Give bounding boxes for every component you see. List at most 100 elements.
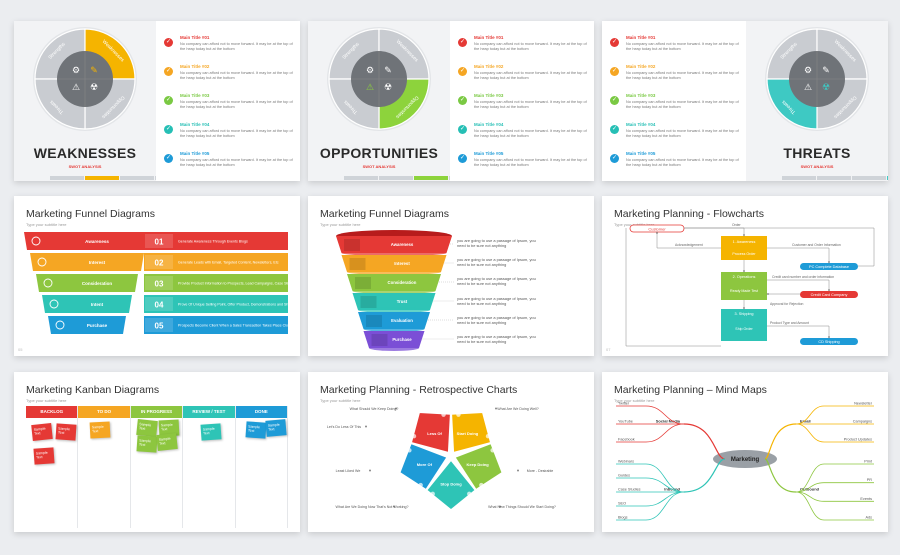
check-icon: ✓ <box>458 38 467 47</box>
slide-title: Marketing Kanban Diagrams <box>26 384 160 396</box>
funnel-layer-icon <box>344 239 360 251</box>
pen-icon: ✎ <box>384 65 392 75</box>
gear-icon: ⚙ <box>72 65 80 75</box>
sticky-note[interactable]: Sample Text <box>90 421 111 439</box>
check-icon: ✓ <box>164 67 173 76</box>
funnel-stage-icon <box>49 299 59 309</box>
mindmap-branch-label: Inbound <box>664 487 680 492</box>
funnel-stage-text: Prove Of Unique Selling Point, Offer Pro… <box>178 303 300 307</box>
mindmap-branch-label: Outbound <box>800 487 820 492</box>
funnel-layer-label: Purchase <box>392 337 412 342</box>
mindmap-branch-label: Email <box>800 419 811 424</box>
flowchart-diagram: Customer 1. Awareness Process Order 2. O… <box>625 223 875 347</box>
funnel-layer-label: Consideration <box>388 280 417 285</box>
funnel-stage-label: Interest <box>89 260 106 265</box>
pen-icon: ✎ <box>90 65 98 75</box>
sticky-note[interactable]: Sample Text <box>156 432 178 452</box>
sticky-note[interactable]: Sample Text <box>55 423 77 441</box>
funnel-stage <box>48 316 126 334</box>
funnel-stage-label: Purchase <box>87 323 108 328</box>
sticky-note[interactable]: Sample Text <box>264 419 287 437</box>
retro-callout: More - Desirable <box>527 469 554 473</box>
item-title: Main Title #05 <box>180 151 210 156</box>
funnel-slide-2[interactable]: Marketing Funnel Diagrams Type your subt… <box>308 196 594 356</box>
mindmap-leaf-label: Blogs <box>618 516 628 520</box>
funnel-stage-number: 03 <box>155 280 164 289</box>
retro-segment <box>398 442 449 491</box>
retro-segment-label: More Of <box>417 462 433 467</box>
funnel-description: you are going to use a passage of Ipsum,… <box>457 295 536 306</box>
mindmap-slide[interactable]: Marketing Planning – Mind Maps Type your… <box>602 372 888 532</box>
kanban-slide[interactable]: Marketing Kanban Diagrams Type your subt… <box>14 372 300 532</box>
mindmap-leaf-link <box>645 477 685 493</box>
funnel-slide-1[interactable]: Marketing Funnel Diagrams Type your subt… <box>14 196 300 356</box>
funnel-stage-number: 04 <box>155 301 164 310</box>
funnel-stage-label: Awareness <box>85 239 109 244</box>
item-title: Main Title #03 <box>474 93 504 98</box>
mindmap-leaf-link <box>795 491 825 521</box>
item-description: No company can afford not to move forwar… <box>626 158 739 167</box>
sticky-note[interactable]: Sample Text <box>136 418 158 438</box>
funnel-layer-icon <box>371 334 388 346</box>
svg-text:Acknowledgement: Acknowledgement <box>675 243 703 247</box>
kanban-column-header: IN PROGRESS <box>130 406 183 418</box>
item-description: No company can afford not to move forwar… <box>180 71 293 80</box>
svg-text:3. Shipping: 3. Shipping <box>735 312 754 316</box>
sticky-note[interactable]: Sample Text <box>31 422 53 442</box>
funnel-layer-label: Trust <box>397 299 408 304</box>
mindmap-leaf-link <box>645 491 685 507</box>
sticky-note[interactable]: Sample Text <box>200 423 222 441</box>
mindmap-leaf-label: Print <box>864 460 873 464</box>
sticky-note[interactable]: Sample Text <box>245 421 267 439</box>
funnel-stage <box>36 274 138 292</box>
item-title: Main Title #04 <box>474 122 504 127</box>
retro-callout: What Are We Doing Now That's Not Working… <box>336 505 409 509</box>
mindmap-center-label: Marketing <box>731 457 760 463</box>
check-icon: ✓ <box>164 96 173 105</box>
slide-subtitle: Type your subtitle here <box>26 398 67 403</box>
svg-text:Ready Made Test: Ready Made Test <box>730 289 758 293</box>
svg-text:PC Complete Database: PC Complete Database <box>809 265 849 269</box>
kanban-column-header: TO DO <box>78 406 130 418</box>
retrospective-slide[interactable]: Marketing Planning - Retrospective Chart… <box>308 372 594 532</box>
funnel-stage <box>30 253 144 271</box>
mindmap-leaf-label: PR <box>867 478 873 482</box>
sticky-note[interactable]: Sample Text <box>136 435 158 453</box>
svg-text:Product Type and Amount: Product Type and Amount <box>770 321 809 325</box>
funnel-stage <box>24 232 150 250</box>
item-description: No company can afford not to move forwar… <box>180 129 293 138</box>
mindmap-leaf-link <box>795 463 825 493</box>
flowchart-slide[interactable]: Marketing Planning - Flowcharts Type you… <box>602 196 888 356</box>
funnel-description: you are going to use a passage of Ipsum,… <box>457 257 536 268</box>
mindmap-branch-label: Social Media <box>656 419 681 424</box>
warning-icon: ⚠ <box>72 82 80 92</box>
mindmap-leaf-link <box>645 491 685 521</box>
item-description: No company can afford not to move forwar… <box>626 71 739 80</box>
retro-callout: Let's Do Less Of This <box>327 425 361 429</box>
item-title: Main Title #03 <box>180 93 210 98</box>
svg-text:Order: Order <box>732 223 742 227</box>
svg-text:Customer and Order Information: Customer and Order Information <box>792 243 841 247</box>
funnel-stage-text: Generate Leads with Email, Targeted Cont… <box>178 261 279 265</box>
mindmap-branch <box>764 423 797 460</box>
sticky-note[interactable]: Sample Text <box>33 447 55 465</box>
funnel-layer-icon <box>360 296 377 308</box>
check-icon: ✓ <box>458 67 467 76</box>
item-description: No company can afford not to move forwar… <box>474 71 587 80</box>
funnel-description: you are going to use a passage of Ipsum,… <box>457 334 536 344</box>
